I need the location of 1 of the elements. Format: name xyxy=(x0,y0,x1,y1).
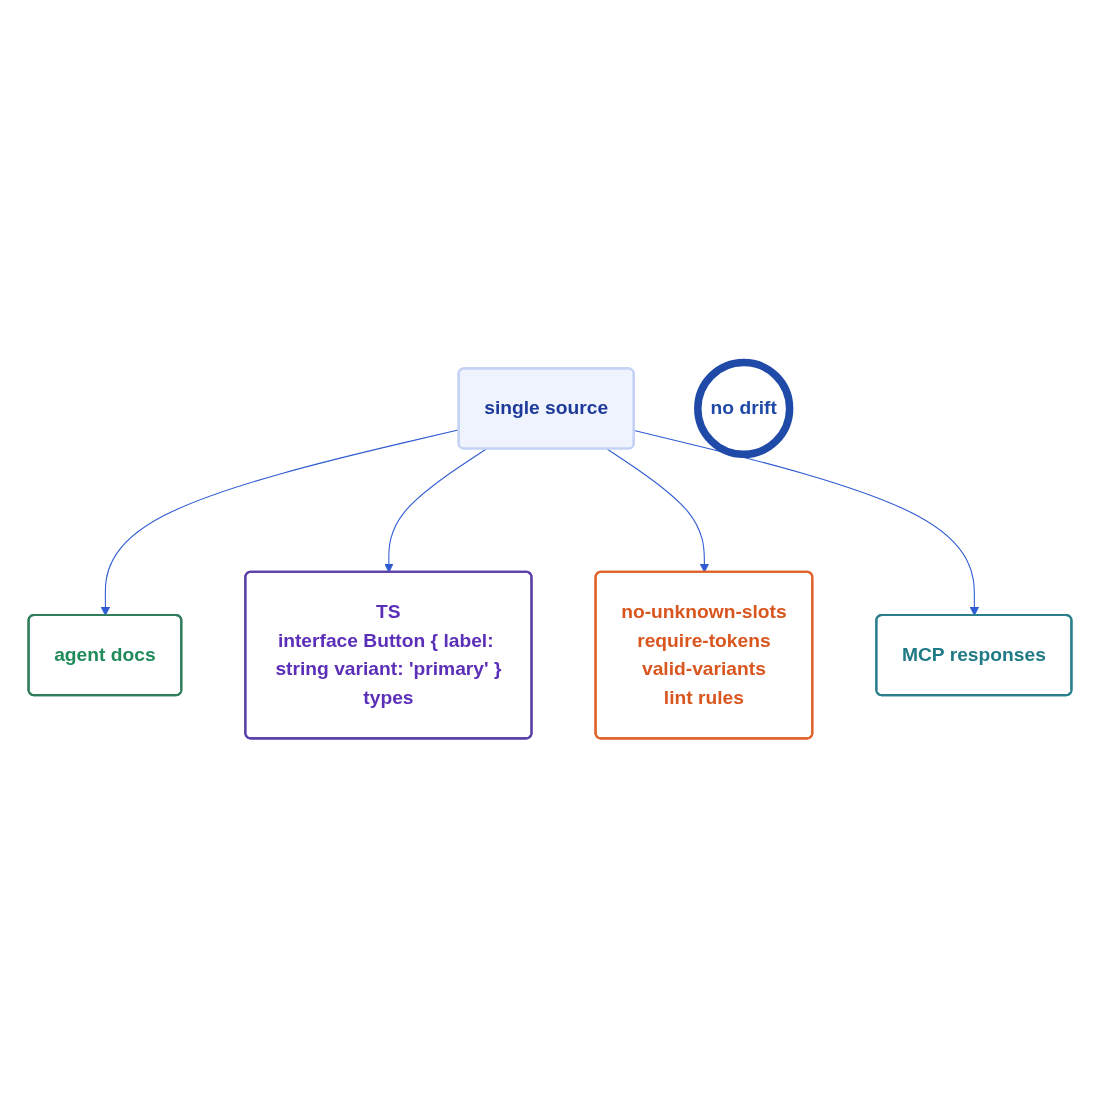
node-circle: no drift xyxy=(694,358,794,458)
